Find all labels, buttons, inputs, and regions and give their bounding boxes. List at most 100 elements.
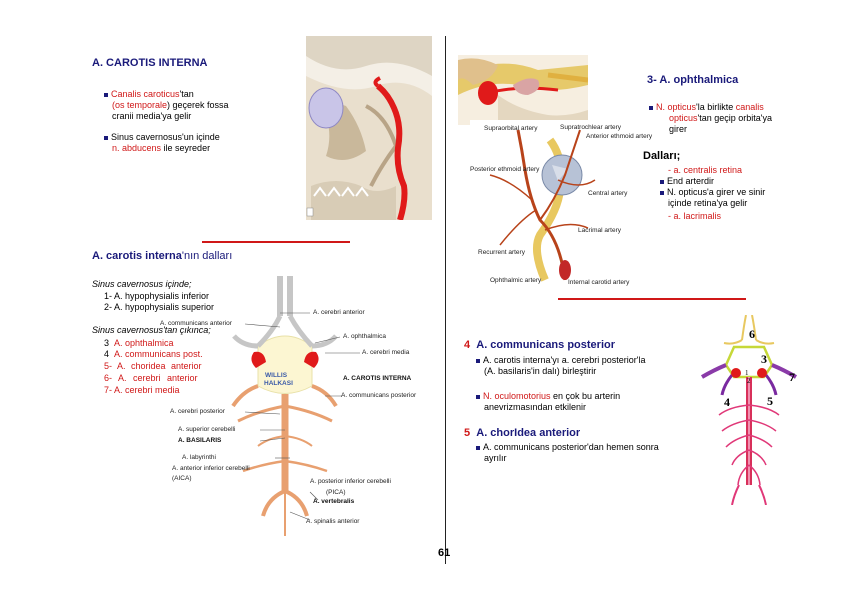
num: 4 — [104, 349, 110, 359]
term-os-temporale: (os temporale — [112, 100, 168, 110]
sec5-bullet1-line2: ayrılır — [484, 453, 507, 463]
red-rule-right — [558, 298, 746, 300]
branch-3: 3 A. ophthalmica — [104, 338, 174, 349]
willis-label-communicans-anterior: A. communicans anterior — [160, 320, 232, 327]
title-text: A. chorIdea anterior — [476, 427, 581, 439]
willis-label-labyrinthi: A. labyrinthi — [182, 454, 216, 461]
brain-base-artery-diagram — [700, 315, 798, 505]
willis-label-pica: A. posterior inferior cerebelli — [310, 478, 391, 485]
bullet-n-opticus-line2: opticus'tan geçip orbita'ya — [669, 113, 772, 124]
branch-5: 5- A. choridea anterior — [104, 361, 202, 371]
label-anterior-ethmoid: Anterior ethmoid artery — [586, 133, 653, 140]
text: End arterdir — [667, 176, 715, 186]
bullet-square-icon — [476, 394, 480, 399]
bullet-square-icon — [660, 179, 664, 184]
circle-of-willis-illustration — [231, 276, 338, 536]
diagram-num-3: 3 — [761, 352, 767, 366]
branch-1: 1- A. hypophysialis inferior — [104, 291, 210, 301]
term-sinus-cavernosus: Sinus cavernosus — [111, 132, 183, 142]
section-title-ophthalmica: 3- A. ophthalmica — [647, 74, 739, 86]
diagram-num-2: 2 — [747, 377, 751, 385]
label-posterior-ethmoid: Posterior ethmoid artery — [470, 166, 540, 173]
text: 'un içinde — [182, 132, 220, 142]
willis-center-1: WILLIS — [265, 372, 288, 379]
term: A. ophthalmica — [114, 338, 174, 348]
term-opticus: opticus — [669, 113, 698, 123]
term-n-oculomotorius: N. oculomotorius — [483, 391, 551, 401]
section-5-title: 5 A. chorIdea anterior — [464, 428, 580, 439]
term-n-opticus: N. opticus — [656, 102, 697, 112]
term-canalis: canalis — [735, 102, 764, 112]
willis-leader-lines — [244, 312, 360, 521]
bullet-retina-line2: içinde retina'ya gelir — [668, 198, 748, 208]
bullet-n-opticus-girer: N. opticus'a girer ve sinir — [660, 187, 765, 198]
red-rule-left — [202, 241, 350, 243]
diagram-num-7: 7 — [789, 370, 795, 384]
willis-label-aica-abbr: (AICA) — [172, 475, 192, 482]
text: A. carotis interna'yı a. cerebri posteri… — [483, 355, 646, 365]
diagram-num-6: 6 — [749, 327, 755, 341]
branches-title: A. carotis interna'nın dalları — [92, 251, 232, 262]
sec4-bullet1: A. carotis interna'yı a. cerebri posteri… — [476, 355, 646, 366]
willis-label-aica: A. anterior inferior cerebelli — [172, 465, 250, 472]
bullet-square-icon — [104, 92, 108, 97]
sec4-bullet2: N. oculomotorius en çok bu arterin — [476, 391, 620, 402]
section-number: 4 — [464, 339, 471, 351]
label-ophthalmic: Ophthalmic artery — [490, 277, 542, 284]
label-internal-carotid: Internal carotid artery — [568, 279, 630, 286]
dallari-title: Dalları; — [643, 150, 681, 162]
diagram-num-5: 5 — [767, 394, 773, 408]
text: 'la birlikte — [696, 102, 736, 112]
bullet-sinus-line2: n. abducens ile seyreder — [112, 143, 210, 154]
willis-label-cerebri-anterior: A. cerebri anterior — [313, 309, 365, 316]
center-divider — [445, 36, 446, 564]
text: 'tan — [179, 89, 194, 99]
bullet-square-icon — [649, 105, 653, 110]
willis-label-spinalis-anterior: A. spinalis anterior — [306, 518, 360, 525]
willis-label-vertebralis: A. vertebralis — [313, 498, 355, 505]
label-recurrent: Recurrent artery — [478, 249, 525, 256]
term-canalis-caroticus: Canalis caroticus — [111, 89, 180, 99]
bullet-n-opticus: N. opticus'la birlikte canalis — [649, 102, 764, 113]
text: N. opticus'a girer ve sinir — [667, 187, 766, 197]
bullet-square-icon — [476, 358, 480, 363]
bullet-square-icon — [476, 445, 480, 450]
willis-label-ophthalmica: A. ophthalmica — [343, 333, 386, 340]
text: A. communicans posterior'dan hemen sonra — [483, 442, 659, 452]
section-4-title: 4 A. communicans posterior — [464, 340, 615, 351]
label-supratrochlear: Supratrochlear artery — [560, 124, 622, 131]
willis-label-cerebri-media: A. cerebri media — [362, 349, 410, 356]
bullet-sinus: Sinus cavernosus'un içinde — [104, 132, 220, 143]
label-supraorbital: Supraorbital artery — [484, 125, 538, 132]
sec5-bullet1: A. communicans posterior'dan hemen sonra — [476, 442, 659, 453]
willis-label-carotis-interna: A. CAROTIS INTERNA — [343, 375, 412, 382]
branch-lacrimalis: - a. lacrimalis — [668, 211, 722, 221]
section-number: 5 — [464, 427, 471, 439]
willis-label-pica-abbr: (PICA) — [326, 489, 346, 496]
bullet-canalis-line3: cranii media'ya gelir — [112, 111, 192, 121]
bullet-canalis: Canalis caroticus'tan — [104, 89, 194, 100]
bullet-square-icon — [660, 190, 664, 195]
bullet-end-arter: End arterdir — [660, 176, 714, 187]
title-suffix: 'nın dalları — [181, 250, 233, 262]
bullet-n-opticus-line3: girer — [669, 124, 688, 134]
num: 3 — [104, 338, 110, 348]
title-carotis: A. carotis interna — [92, 250, 182, 262]
text: en çok bu arterin — [550, 391, 621, 401]
label-central-artery: Central artery — [588, 190, 628, 197]
branch-2: 2- A. hypophysialis superior — [104, 302, 215, 312]
branch-4: 4 A. communicans post. — [104, 349, 203, 360]
willis-label-superior-cerebelli: A. superior cerebelli — [178, 426, 236, 433]
text: ile seyreder — [161, 143, 211, 153]
section-title-carotis-interna: A. CAROTIS INTERNA — [92, 57, 208, 69]
branch-6: 6- A. cerebri anterior — [104, 373, 198, 383]
sinus-out-heading: Sinus cavernosus'tan çıkınca; — [92, 325, 211, 335]
branch-7: 7- A. cerebri media — [104, 385, 180, 395]
bullet-square-icon — [104, 135, 108, 140]
text: 'tan geçip orbita'ya — [697, 113, 773, 123]
ophthalmic-artery-diagram — [470, 120, 620, 290]
diagram-num-1: 1 — [745, 369, 749, 377]
willis-center-2: HALKASI — [264, 380, 293, 387]
sec4-bullet1-line2: (A. basilaris'in dalı) birleştirir — [484, 366, 597, 376]
label-lacrimal: Lacrimal artery — [578, 227, 621, 234]
